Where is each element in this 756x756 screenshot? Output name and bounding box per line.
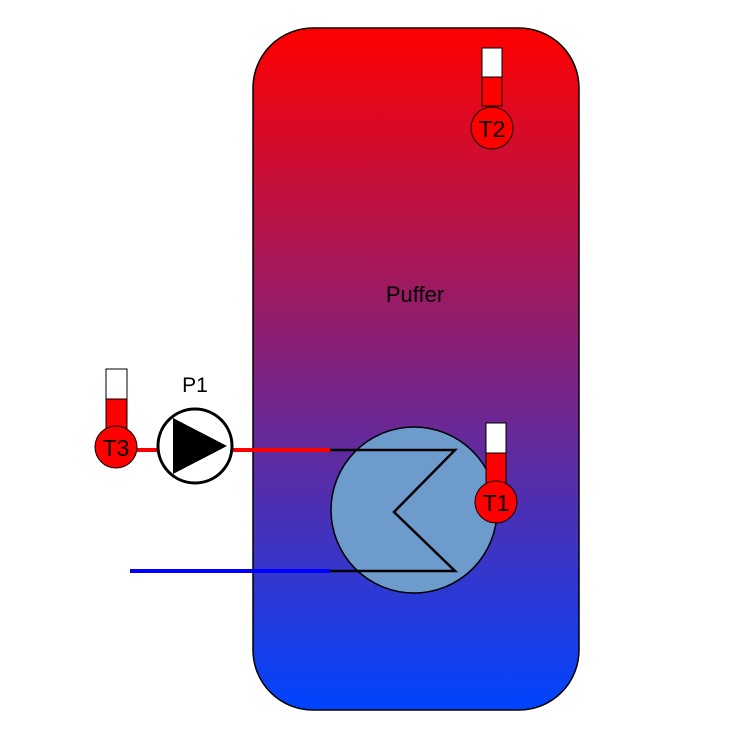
sensor-t1: T1 (474, 422, 518, 524)
sensor-bulb (474, 480, 518, 524)
sensor-bulb (94, 425, 138, 469)
pump-arrow-icon (173, 418, 227, 474)
thermometer-level (481, 76, 503, 107)
heat-exchanger (330, 426, 498, 594)
sensor-label: T3 (103, 435, 130, 461)
sensor-label: T2 (479, 116, 506, 142)
pipes (130, 448, 330, 573)
sensor-t3: T3 (94, 368, 138, 469)
tank: Puffer (252, 27, 580, 711)
heat-exchanger-body (330, 426, 498, 594)
heat-exchanger-coil (330, 448, 459, 573)
tank-body (252, 27, 580, 711)
sensor-label: T1 (483, 490, 510, 516)
pump-p1: P1 (156, 374, 234, 485)
pump-label: P1 (182, 374, 208, 397)
sensor-bulb (470, 106, 514, 150)
sensor-t2: T2 (470, 47, 514, 150)
tank-label: Puffer (386, 282, 444, 307)
thermometer-level (105, 398, 128, 430)
thermometer-level (485, 452, 507, 484)
